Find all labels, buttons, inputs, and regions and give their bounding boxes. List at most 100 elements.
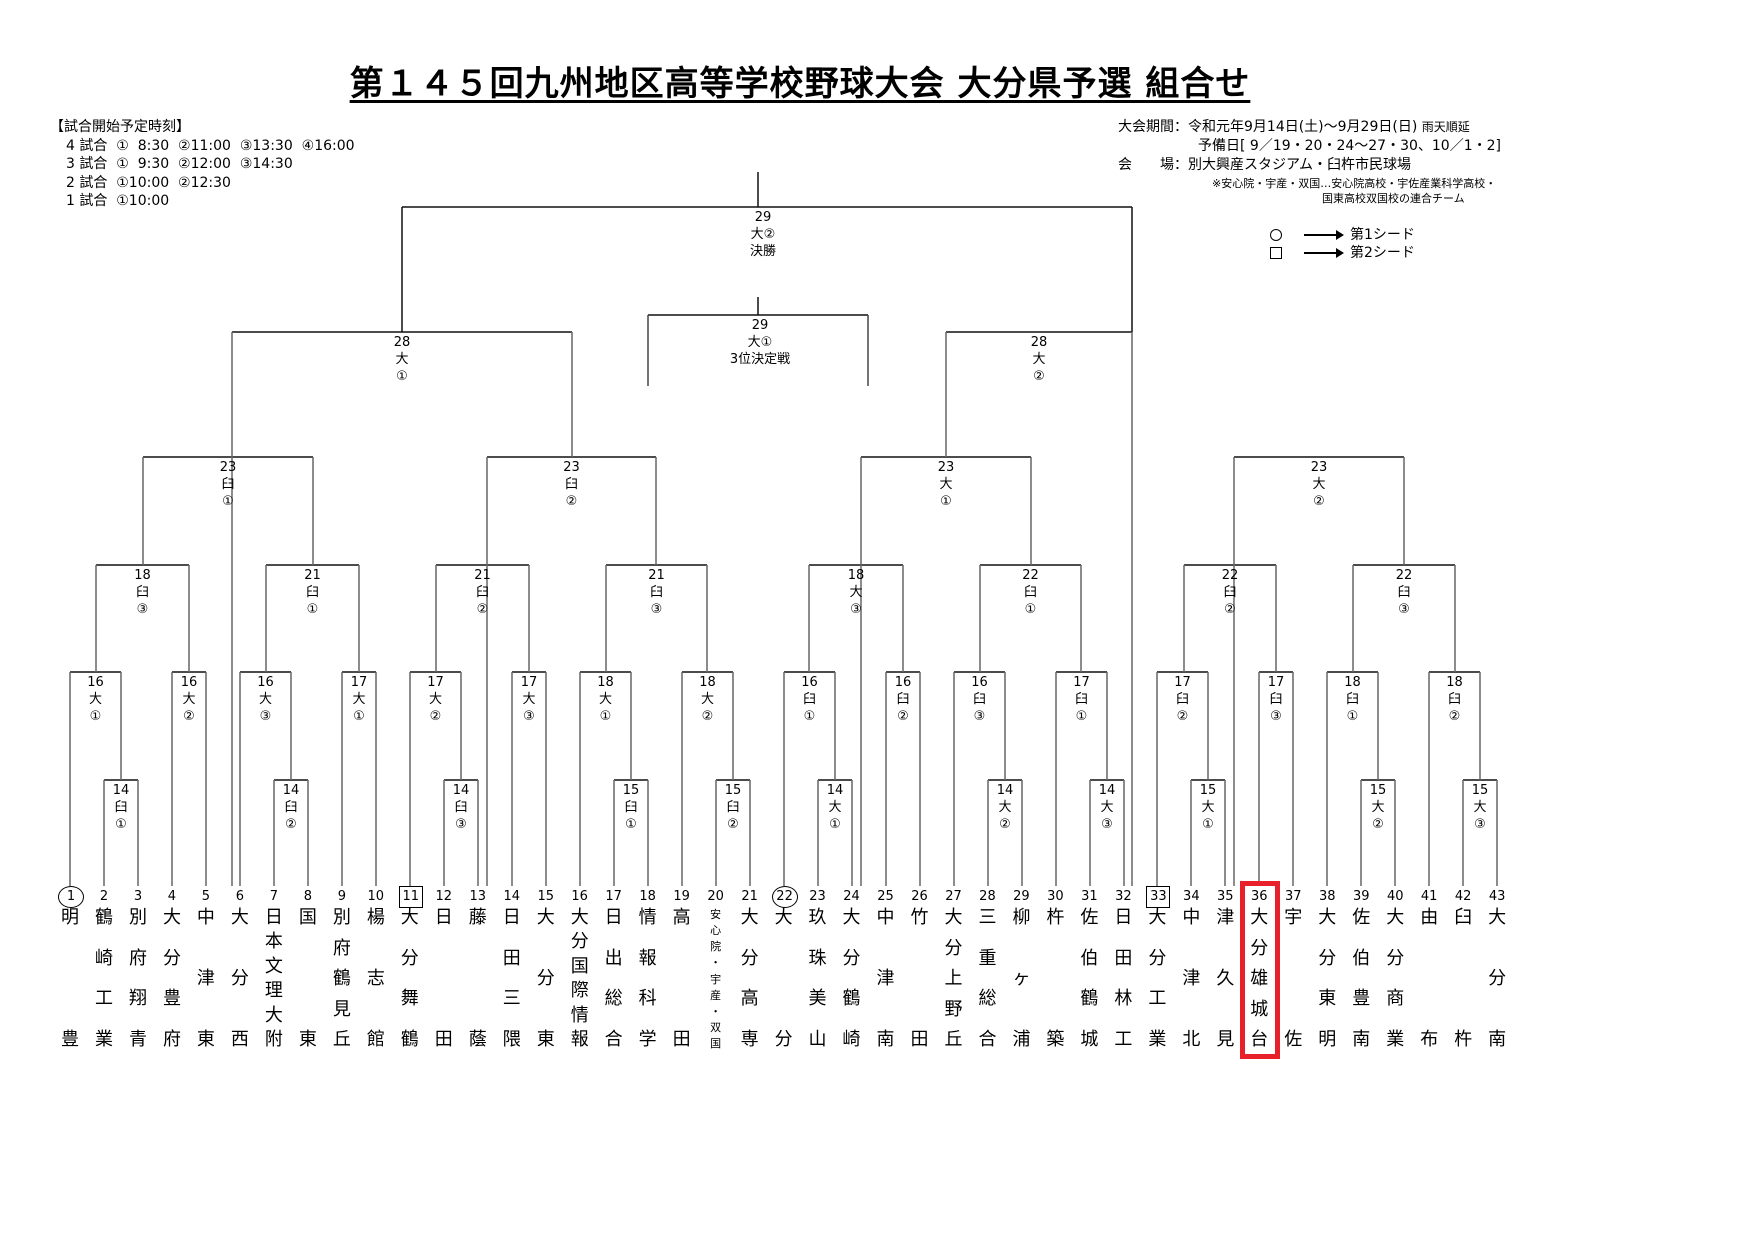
school-number: 2 [99, 889, 109, 904]
school-name: 大分 [774, 907, 793, 1050]
school-name: 大分上野丘 [944, 907, 963, 1050]
school-name: 中津北 [1182, 907, 1201, 1050]
period-text: 大会期間：令和元年9月14日(土)～9月29日(日) [1118, 119, 1418, 135]
school-name: 宇佐 [1284, 907, 1303, 1050]
school-name: 大分国際情報 [570, 907, 589, 1050]
school-number: 24 [843, 889, 860, 904]
school-name: 日田林工 [1114, 907, 1133, 1050]
school-number: 37 [1284, 889, 1302, 904]
school-name: 大分東 [536, 907, 555, 1050]
start-times-heading: 【試合開始予定時刻】 [50, 119, 190, 135]
school-number: 8 [303, 889, 312, 904]
school-number: 23 [809, 889, 826, 904]
school-number: 18 [639, 889, 656, 904]
school-name: 国東 [298, 907, 317, 1050]
school-name: 由布 [1420, 907, 1439, 1050]
highlight-box [1240, 881, 1280, 1059]
arrow-icon [1304, 230, 1344, 240]
school-name: 中津南 [876, 907, 895, 1050]
school-number: 28 [979, 889, 996, 904]
venue-text: 会 場：別大興産スタジアム・臼杵市民球場 [1118, 157, 1412, 173]
school-number: 42 [1454, 889, 1472, 904]
school-number: 14 [503, 889, 520, 904]
school-number: 43 [1488, 889, 1506, 904]
school-name: 大分商業 [1386, 907, 1405, 1050]
tournament-info: 大会期間：令和元年9月14日(土)～9月29日(日) 雨天順延 予備日[ 9／1… [1118, 118, 1501, 175]
school-number: 10 [367, 889, 385, 904]
school-name: 安心院・宇産・双国 [710, 908, 722, 1050]
school-name: 別府鶴見丘 [332, 907, 351, 1050]
school-name: 楊志館 [366, 907, 385, 1050]
start-times-row: 3 試合 ① 9:30 ②12:00 ③14:30 [66, 156, 293, 172]
start-times-row: 2 試合 ①10:00 ②12:30 [66, 174, 231, 191]
school-name: 三重総合 [978, 907, 997, 1050]
start-times-block: 【試合開始予定時刻】 4 試合 ① 8:30 ②11:00 ③13:30 ④16… [50, 118, 355, 211]
school-name: 柳ヶ浦 [1012, 907, 1031, 1050]
start-times-row: 1 試合 ①10:00 [66, 193, 170, 209]
school-name: 玖珠美山 [808, 907, 827, 1050]
joint-team-note: ※安心院・宇産・双国…安心院高校・宇佐産業科学高校・ 国東高校双国校の連合チーム [1212, 176, 1496, 206]
school-number: 7 [269, 889, 279, 904]
school-number: 6 [235, 889, 245, 904]
school-name: 情報科学 [638, 907, 657, 1050]
reserve-text: 予備日[ 9／19・20・24～27・30、10／1・2] [1198, 138, 1501, 154]
school-name: 大分東明 [1318, 907, 1337, 1050]
school-number: 40 [1386, 889, 1404, 904]
school-name: 日本文理大附 [264, 907, 283, 1050]
school-number: 32 [1115, 889, 1132, 904]
school-name: 高田 [672, 907, 691, 1050]
school-name: 日田三隈 [502, 907, 521, 1050]
school-number: 27 [945, 889, 962, 904]
school-name: 大分高専 [740, 907, 759, 1050]
school-name: 別府翔青 [128, 907, 147, 1050]
school-name: 津久見 [1216, 907, 1235, 1050]
school-number: 11 [398, 886, 423, 908]
school-name: 鶴崎工業 [94, 907, 113, 1050]
school-number: 38 [1318, 889, 1336, 904]
school-number: 33 [1146, 886, 1171, 908]
school-number: 36 [1251, 889, 1268, 904]
school-number: 4 [167, 889, 177, 904]
school-number: 31 [1081, 889, 1098, 904]
school-name: 大分舞鶴 [400, 907, 419, 1050]
school-name: 大分雄城台 [1250, 907, 1269, 1050]
school-number: 9 [337, 889, 346, 904]
school-number: 22 [771, 886, 798, 908]
first-seed-label: 第1シード [1350, 227, 1415, 243]
school-name: 藤蔭 [468, 907, 487, 1050]
school-name: 日出総合 [604, 907, 623, 1050]
school-number: 1 [58, 886, 84, 908]
school-number: 21 [741, 889, 758, 904]
school-number: 30 [1047, 889, 1064, 904]
note-line: ※安心院・宇産・双国…安心院高校・宇佐産業科学高校・ [1212, 177, 1497, 190]
seed-legend: 第1シード 第2シード [1270, 226, 1415, 262]
